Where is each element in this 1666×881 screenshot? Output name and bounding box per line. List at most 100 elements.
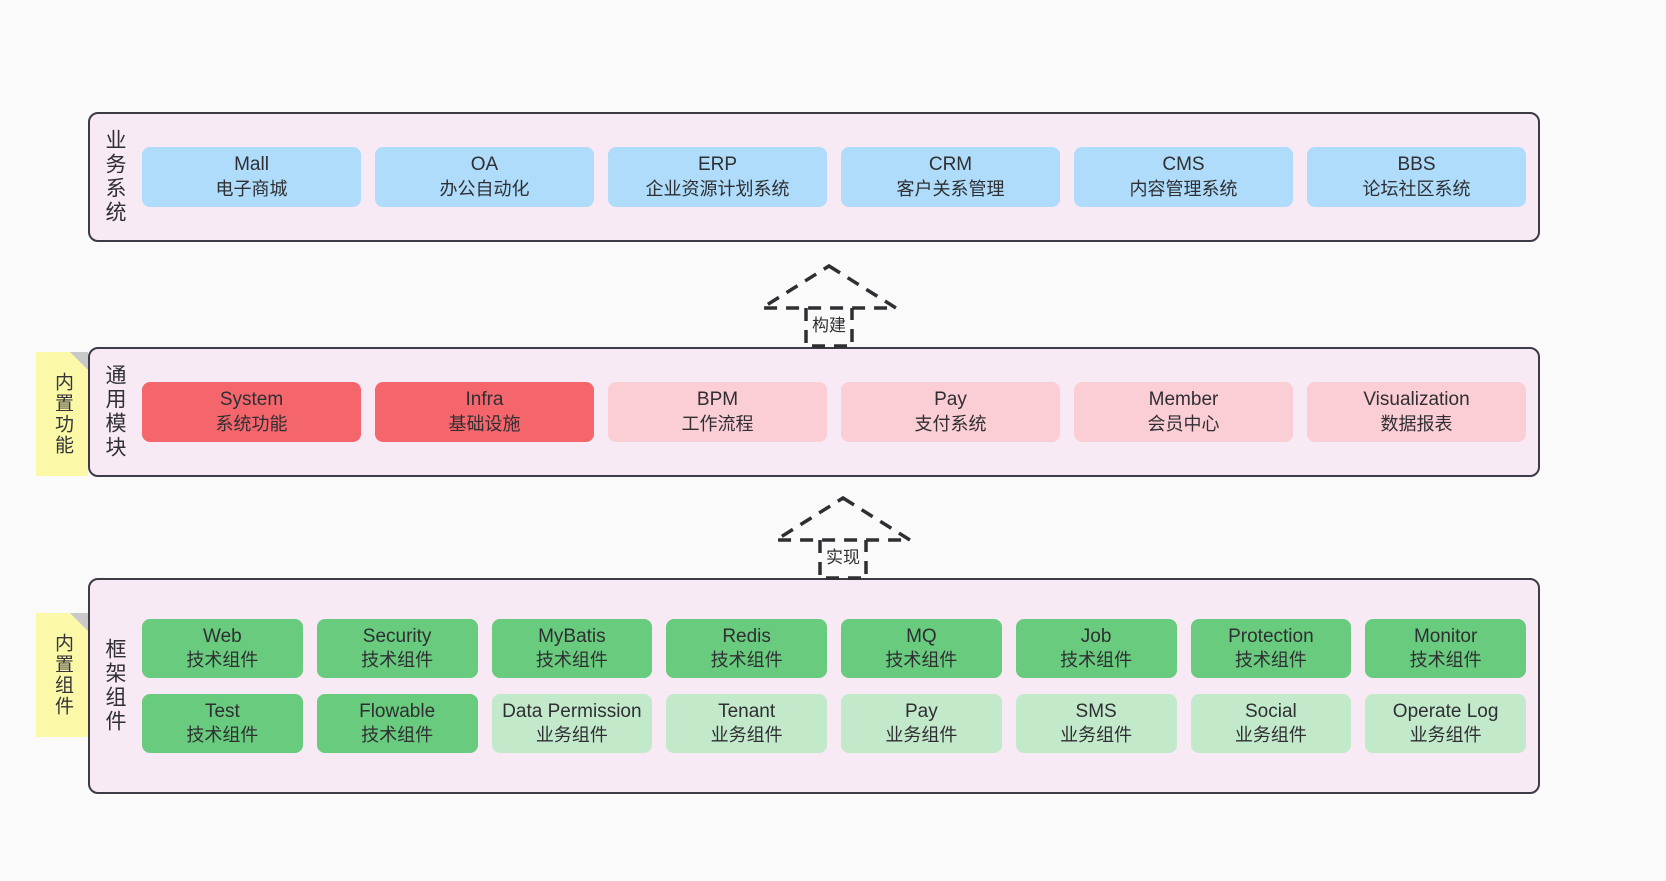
- layer-body-business-systems: Mall 电子商城 OA 办公自动化 ERP 企业资源计划系统 CRM 客户关系…: [138, 114, 1538, 240]
- card-bpm[interactable]: BPM 工作流程: [608, 382, 827, 442]
- card-mq[interactable]: MQ 技术组件: [841, 618, 1002, 678]
- page-fold-icon: [70, 352, 88, 370]
- card-title: Web: [203, 625, 242, 647]
- card-subtitle: 业务组件: [885, 725, 958, 746]
- card-title: Mall: [234, 154, 269, 176]
- card-title: CMS: [1162, 154, 1205, 176]
- card-subtitle: 技术组件: [1234, 649, 1307, 670]
- card-title: Security: [362, 625, 432, 647]
- note-label: 内置组件: [51, 633, 73, 717]
- card-subtitle: 技术组件: [186, 649, 259, 670]
- card-mybatis[interactable]: MyBatis 技术组件: [491, 618, 653, 678]
- layer-body-common-modules: System 系统功能 Infra 基础设施 BPM 工作流程 Pay 支付系统…: [138, 349, 1538, 475]
- layer-body-framework-components: Web 技术组件 Security 技术组件 MyBatis 技术组件 Redi…: [138, 580, 1538, 792]
- card-infra[interactable]: Infra 基础设施: [375, 382, 594, 442]
- card-redis[interactable]: Redis 技术组件: [666, 618, 827, 678]
- card-title: Pay: [934, 389, 967, 411]
- layer-common-modules: 通用模块 System 系统功能 Infra 基础设施 BPM 工作流程 Pay…: [88, 347, 1540, 477]
- card-subtitle: 业务组件: [1409, 725, 1482, 746]
- card-member[interactable]: Member 会员中心: [1074, 382, 1293, 442]
- card-subtitle: 业务组件: [710, 725, 783, 746]
- card-subtitle: 基础设施: [448, 413, 521, 434]
- card-title: System: [219, 389, 284, 411]
- card-title: Pay: [905, 701, 938, 722]
- card-title: Social: [1245, 701, 1297, 722]
- card-web[interactable]: Web 技术组件: [142, 618, 303, 678]
- card-protection[interactable]: Protection 技术组件: [1190, 618, 1352, 678]
- card-visualization[interactable]: Visualization 数据报表: [1307, 382, 1526, 442]
- card-subtitle: 系统功能: [215, 413, 288, 434]
- card-mall[interactable]: Mall 电子商城: [142, 147, 361, 207]
- card-subtitle: 工作流程: [681, 413, 754, 434]
- card-row: Mall 电子商城 OA 办公自动化 ERP 企业资源计划系统 CRM 客户关系…: [142, 147, 1526, 207]
- layer-business-systems: 业务系统 Mall 电子商城 OA 办公自动化 ERP 企业资源计划系统 CRM…: [88, 112, 1540, 242]
- card-subtitle: 数据报表: [1380, 413, 1453, 434]
- generalization-arrow-icon: [755, 263, 903, 348]
- card-title: Flowable: [359, 701, 436, 722]
- card-row: System 系统功能 Infra 基础设施 BPM 工作流程 Pay 支付系统…: [142, 382, 1526, 442]
- page-fold-icon: [70, 613, 88, 631]
- card-subtitle: 技术组件: [361, 649, 434, 670]
- card-pay-module[interactable]: Pay 支付系统: [841, 382, 1060, 442]
- card-title: Tenant: [718, 701, 776, 722]
- card-subtitle: 技术组件: [885, 649, 958, 670]
- card-subtitle: 支付系统: [914, 413, 987, 434]
- card-title: BBS: [1397, 154, 1436, 176]
- note-builtin-features: 内置功能: [36, 352, 88, 476]
- card-tenant[interactable]: Tenant 业务组件: [666, 694, 827, 754]
- card-title: Protection: [1228, 625, 1314, 647]
- card-title: OA: [470, 154, 499, 176]
- card-subtitle: 客户关系管理: [896, 178, 1005, 199]
- card-subtitle: 技术组件: [361, 725, 434, 746]
- card-data-permission[interactable]: Data Permission 业务组件: [491, 694, 653, 754]
- card-row: Web 技术组件 Security 技术组件 MyBatis 技术组件 Redi…: [142, 618, 1526, 678]
- card-security[interactable]: Security 技术组件: [316, 618, 478, 678]
- card-operate-log[interactable]: Operate Log 业务组件: [1365, 694, 1526, 754]
- card-title: CRM: [928, 154, 973, 176]
- card-subtitle: 业务组件: [535, 725, 608, 746]
- card-title: SMS: [1075, 701, 1117, 722]
- card-title: MQ: [906, 625, 937, 647]
- card-crm[interactable]: CRM 客户关系管理: [841, 147, 1060, 207]
- connector-implement: 实现: [769, 494, 917, 580]
- card-erp[interactable]: ERP 企业资源计划系统: [608, 147, 827, 207]
- card-subtitle: 业务组件: [1234, 725, 1307, 746]
- card-row: Test 技术组件 Flowable 技术组件 Data Permission …: [142, 694, 1526, 754]
- card-title: BPM: [696, 389, 739, 411]
- note-builtin-components: 内置组件: [36, 613, 88, 737]
- note-label: 内置功能: [51, 372, 73, 456]
- layer-title-framework-components: 框架组件: [103, 638, 127, 734]
- card-monitor[interactable]: Monitor 技术组件: [1365, 618, 1526, 678]
- card-bbs[interactable]: BBS 论坛社区系统: [1307, 147, 1526, 207]
- card-pay-component[interactable]: Pay 业务组件: [841, 694, 1002, 754]
- card-social[interactable]: Social 业务组件: [1190, 694, 1352, 754]
- card-subtitle: 技术组件: [1060, 649, 1133, 670]
- connector-label: 实现: [823, 543, 863, 568]
- card-subtitle: 电子商城: [215, 178, 288, 199]
- card-test[interactable]: Test 技术组件: [142, 694, 303, 754]
- card-title: Infra: [465, 389, 504, 411]
- layer-title-business-systems: 业务系统: [103, 129, 127, 225]
- layer-title-common-modules: 通用模块: [103, 364, 127, 460]
- connector-build: 构建: [755, 262, 903, 348]
- generalization-arrow-icon: [769, 495, 917, 580]
- card-flowable[interactable]: Flowable 技术组件: [316, 694, 478, 754]
- card-title: Member: [1148, 389, 1219, 411]
- card-subtitle: 会员中心: [1147, 413, 1220, 434]
- card-subtitle: 技术组件: [186, 725, 259, 746]
- connector-label: 构建: [809, 311, 849, 336]
- layer-framework-components: 框架组件 Web 技术组件 Security 技术组件 MyBatis 技术组件…: [88, 578, 1540, 794]
- card-subtitle: 内容管理系统: [1129, 178, 1238, 199]
- card-system[interactable]: System 系统功能: [142, 382, 361, 442]
- card-title: Operate Log: [1392, 701, 1499, 722]
- card-title: Visualization: [1363, 389, 1470, 411]
- card-job[interactable]: Job 技术组件: [1015, 618, 1177, 678]
- card-title: Data Permission: [502, 701, 642, 722]
- card-cms[interactable]: CMS 内容管理系统: [1074, 147, 1293, 207]
- card-oa[interactable]: OA 办公自动化: [375, 147, 594, 207]
- card-subtitle: 技术组件: [710, 649, 783, 670]
- card-subtitle: 技术组件: [535, 649, 608, 670]
- card-subtitle: 办公自动化: [439, 178, 530, 199]
- card-sms[interactable]: SMS 业务组件: [1015, 694, 1177, 754]
- card-subtitle: 企业资源计划系统: [645, 178, 790, 199]
